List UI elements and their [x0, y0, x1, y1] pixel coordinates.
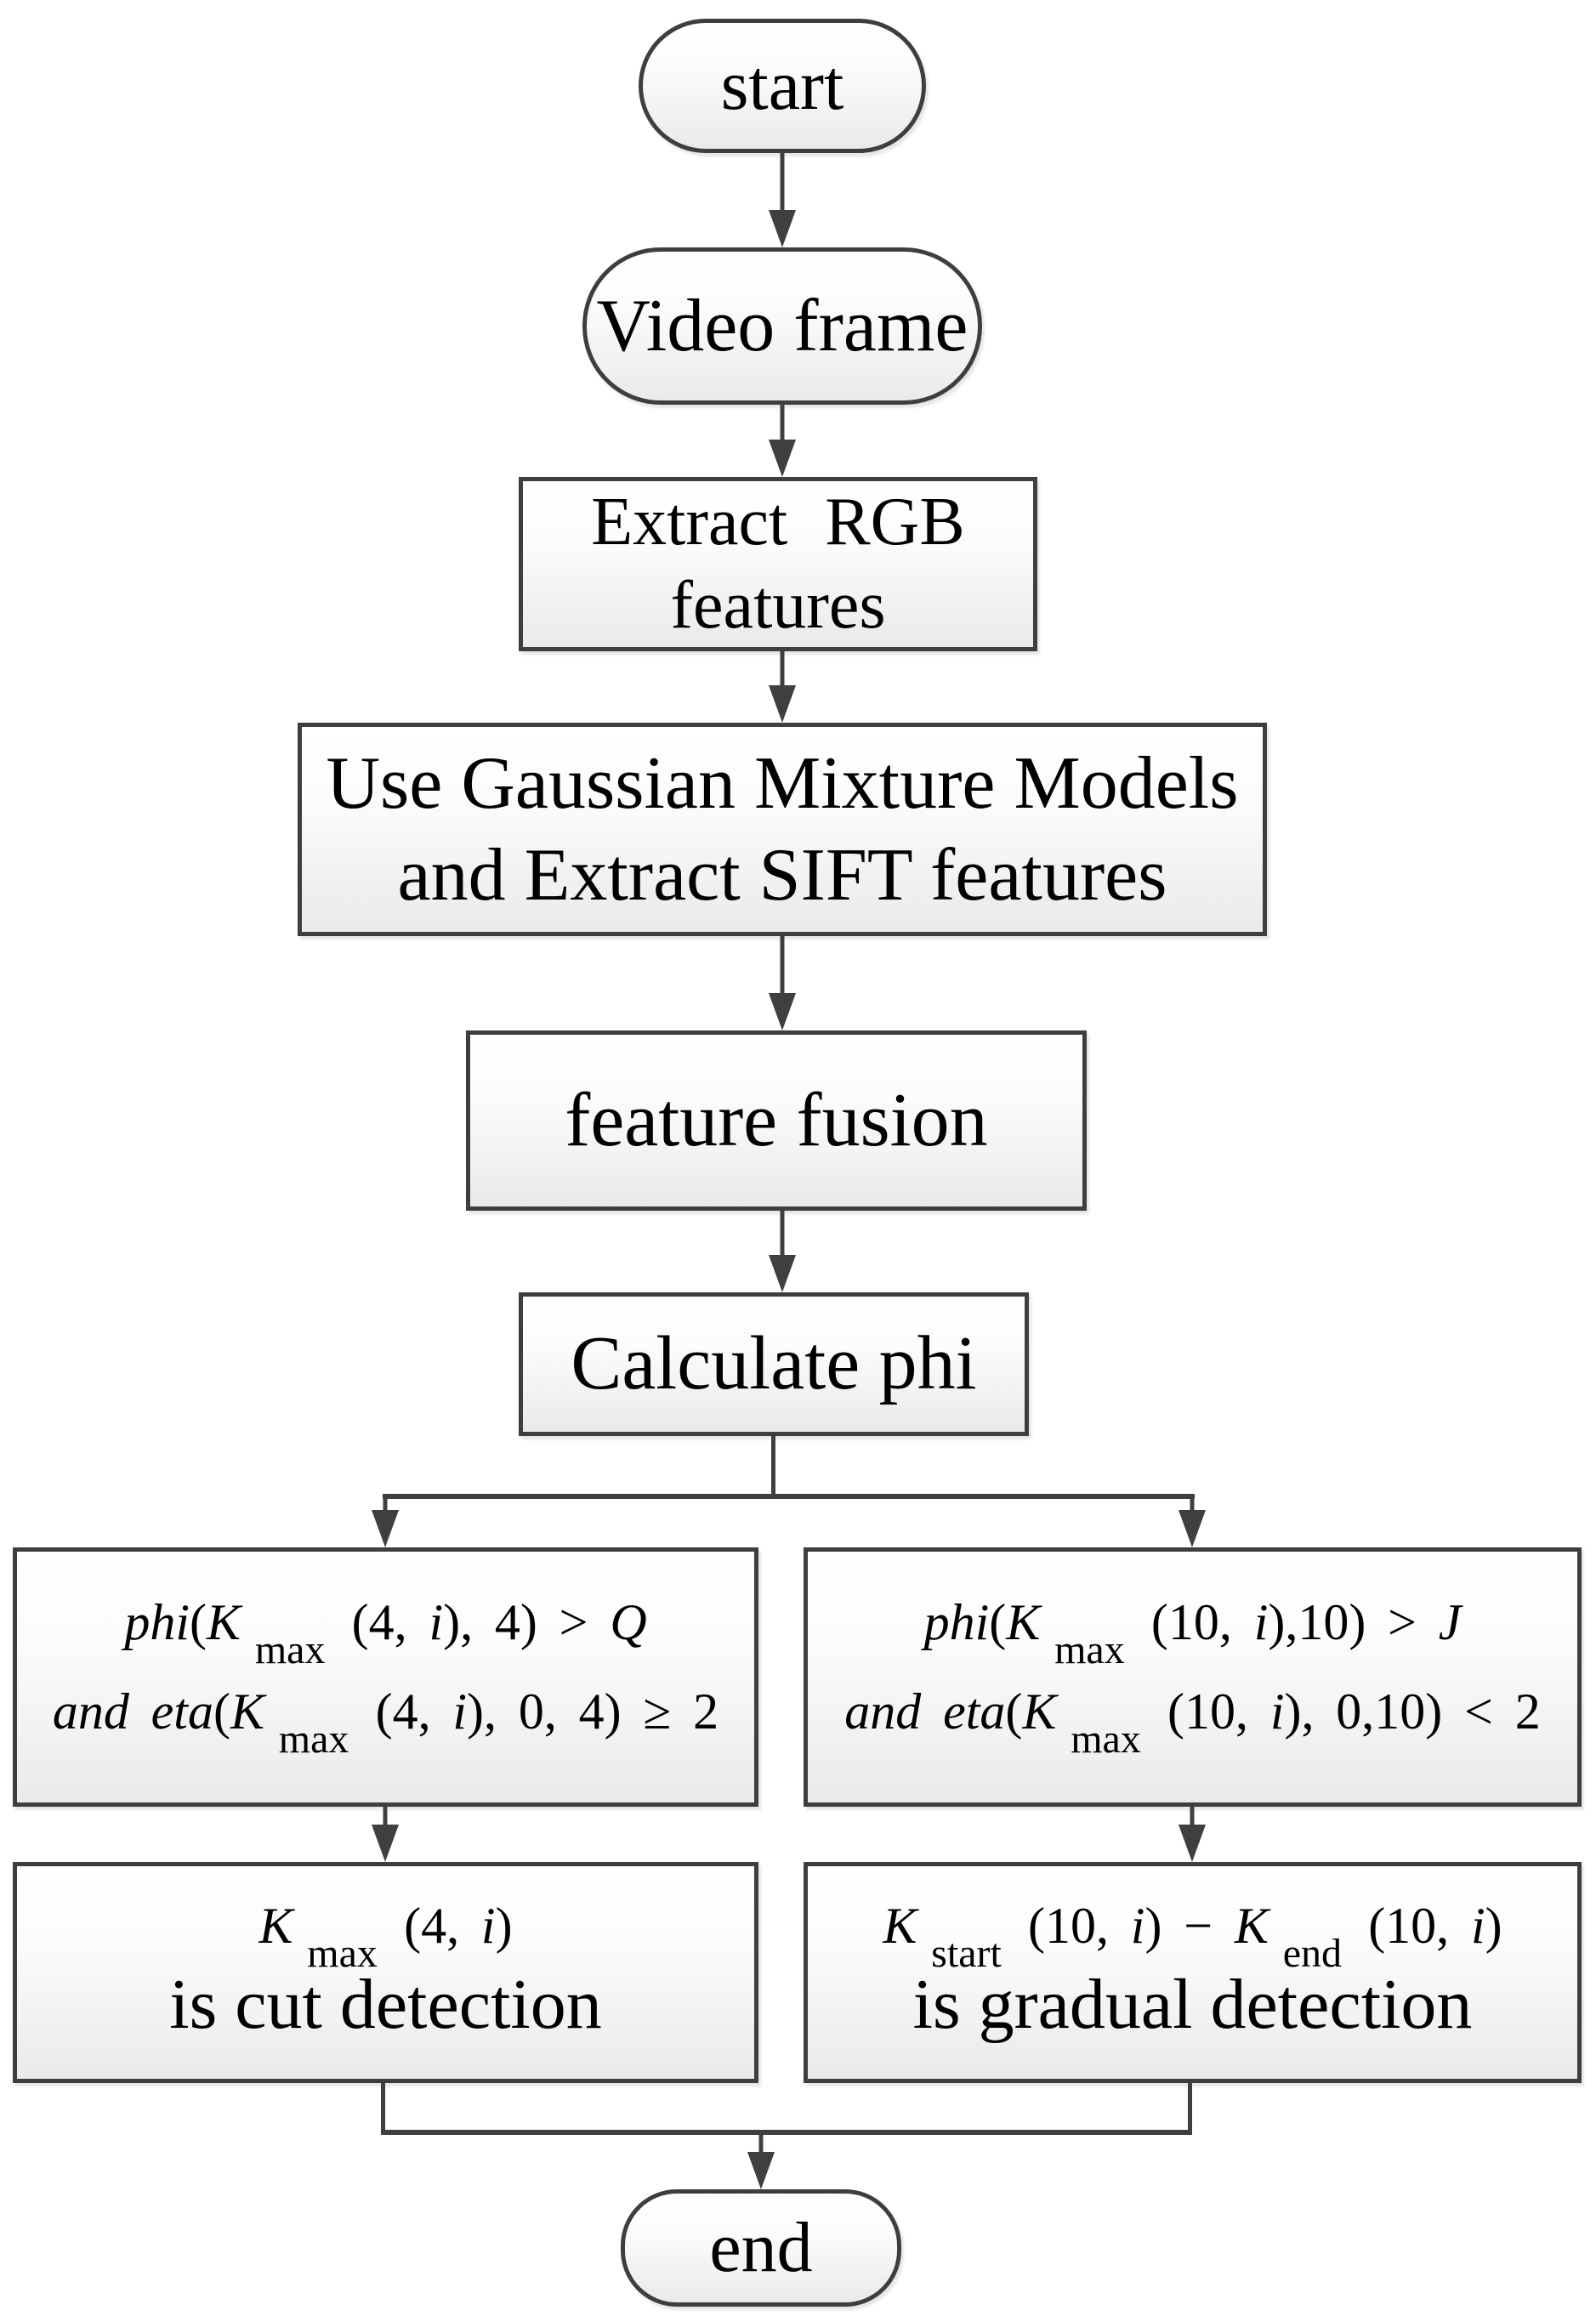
arrowhead-icon	[769, 685, 796, 723]
arrow-cut-condition-to-cut-result	[370, 1807, 400, 1862]
node-feature-fusion-label: feature fusion	[565, 1077, 988, 1162]
node-gmm-sift-line1: Use Gaussian Mixture Models	[326, 742, 1239, 826]
gradual-result-label: is gradual detection	[912, 1964, 1473, 2044]
arrow-split-to-gradual-condition	[1177, 1496, 1207, 1547]
node-gmm-sift: Use Gaussian Mixture Models and Extract …	[298, 723, 1267, 936]
arrowhead-icon	[769, 440, 796, 477]
node-end-label: end	[709, 2208, 813, 2288]
connector-merge-bar	[381, 2130, 1192, 2135]
arrowhead-icon	[747, 2152, 775, 2189]
node-extract-rgb-features: Extract RGB features	[519, 477, 1037, 651]
arrowhead-icon	[372, 1510, 399, 1547]
arrow-gmm-to-feature-fusion	[767, 936, 798, 1030]
arrow-split-to-cut-condition	[370, 1496, 400, 1547]
arrowhead-icon	[769, 1255, 796, 1292]
arrowhead-icon	[1179, 1825, 1206, 1862]
node-extract-rgb-line1: Extract RGB	[591, 484, 965, 559]
node-video-frame: Video frame	[582, 247, 982, 405]
node-gmm-sift-line2: and Extract SIFT features	[397, 833, 1167, 917]
arrow-feature-fusion-to-calculate-phi	[767, 1211, 798, 1292]
node-calculate-phi-label: Calculate phi	[571, 1321, 977, 1406]
arrow-gradual-condition-to-gradual-result	[1177, 1807, 1207, 1862]
connector-merge-left-stub	[381, 2083, 385, 2135]
connector-split-stem	[771, 1436, 775, 1496]
arrow-video-frame-to-extract-rgb	[767, 405, 798, 477]
arrowhead-icon	[1179, 1510, 1206, 1547]
node-video-frame-label: Video frame	[596, 284, 968, 367]
node-start: start	[639, 19, 926, 153]
cut-result-label: is cut detection	[169, 1964, 602, 2044]
node-start-label: start	[720, 46, 844, 126]
node-end: end	[621, 2189, 901, 2307]
connector-split-bar	[383, 1494, 1195, 1499]
arrow-extract-rgb-to-gmm	[767, 651, 798, 723]
connector-merge-right-stub	[1188, 2083, 1192, 2135]
arrow-start-to-video-frame	[767, 153, 798, 247]
arrowhead-icon	[372, 1825, 399, 1862]
arrowhead-icon	[769, 993, 796, 1030]
arrowhead-icon	[769, 210, 796, 247]
node-extract-rgb-line2: features	[670, 567, 886, 643]
node-feature-fusion: feature fusion	[466, 1030, 1087, 1211]
arrow-merge-to-end	[746, 2135, 776, 2189]
node-calculate-phi: Calculate phi	[519, 1292, 1029, 1436]
